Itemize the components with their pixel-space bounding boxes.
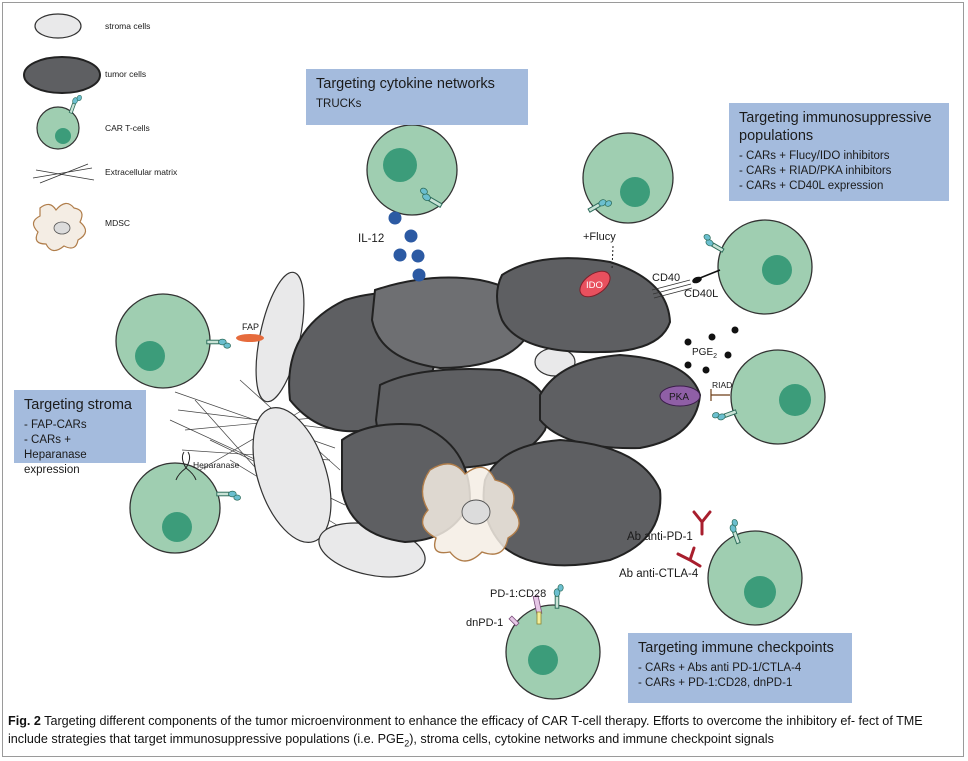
box-immune-checkpoints: Targeting immune checkpoints - CARs + Ab… xyxy=(628,633,852,703)
ido-enzyme xyxy=(579,270,611,298)
box-immunosuppressive-title: Targeting immunosuppressive populations xyxy=(739,110,932,144)
heparanase-label: Heparanase xyxy=(193,460,240,470)
anti-pd1-label: Ab anti-PD-1 xyxy=(627,531,693,543)
truck-car-t-cell xyxy=(366,124,458,216)
pd1cd28-costim-domain xyxy=(536,611,542,625)
legend-label-ecm: Extracellular matrix xyxy=(105,167,178,177)
flucy-car-t-cell xyxy=(582,132,674,224)
checkpoint-car-t-cell xyxy=(707,518,803,626)
stroma-cell xyxy=(252,407,332,543)
pge2-label: PGE2 xyxy=(692,347,717,360)
box-immunosuppressive-item: - CARs + Flucy/IDO inhibitors xyxy=(739,150,890,162)
box-stroma-item: - CARs + Heparanase expression xyxy=(24,434,87,476)
cd40l-car-t-cell xyxy=(700,219,813,315)
caption-text-end: ), stroma cells, cytokine networks and i… xyxy=(409,732,774,746)
cd40-receptor xyxy=(651,279,693,299)
caption-label: Fig. 2 xyxy=(8,714,41,728)
pge2-label-text: PGE xyxy=(692,347,713,358)
cd40-label: CD40 xyxy=(652,272,680,284)
cd40l-label: CD40L xyxy=(684,288,718,300)
pka-label: PKA xyxy=(669,392,689,403)
fap-label: FAP xyxy=(242,322,259,332)
caption-text: Targeting different components of the tu… xyxy=(8,714,923,746)
legend-label-tumor: tumor cells xyxy=(105,69,146,79)
pd1cd28-label: PD-1:CD28 xyxy=(490,588,546,600)
riad-inhibitor xyxy=(710,389,730,401)
box-cytokine-title: Targeting cytokine networks xyxy=(316,76,495,92)
heparanase-enzyme xyxy=(175,451,197,481)
stroma-cells xyxy=(252,271,576,578)
box-stroma: Targeting stroma - FAP-CARs - CARs + Hep… xyxy=(14,390,146,476)
flucy-arrow xyxy=(611,245,614,271)
mdsc-cell xyxy=(421,463,520,562)
legend-label-stroma: stroma cells xyxy=(105,21,150,31)
tme-diagram: stroma cells tumor cells CAR T-cells Ext… xyxy=(23,13,826,700)
box-stroma-title: Targeting stroma xyxy=(24,397,132,413)
box-cytokine-item: TRUCKs xyxy=(316,98,362,110)
dnpd1-label: dnPD-1 xyxy=(466,617,503,629)
caption-sub: 2 xyxy=(404,738,410,749)
box-checkpoints-title: Targeting immune checkpoints xyxy=(638,640,834,656)
fap-car-t-cell xyxy=(115,293,232,389)
dnpd1-receptor xyxy=(508,615,520,627)
anti-ctla4-label: Ab anti-CTLA-4 xyxy=(619,568,699,580)
pge2-molecules xyxy=(684,326,739,374)
riad-label: RIAD xyxy=(712,380,732,390)
flucy-label: +Flucy xyxy=(583,231,616,243)
tumor-mass xyxy=(288,257,702,567)
heparanase-car-t-cell xyxy=(129,462,242,554)
box-immunosuppressive-populations: Targeting immunosuppressive populations … xyxy=(729,103,949,201)
box-checkpoints-item: - CARs + PD-1:CD28, dnPD-1 xyxy=(638,677,793,689)
anti-pd1-antibody xyxy=(692,510,712,536)
pd1cd28-car-t-cell xyxy=(505,583,601,700)
box-immunosuppressive-item: - CARs + CD40L expression xyxy=(739,180,884,192)
anti-ctla4-antibody xyxy=(676,546,702,568)
box-stroma-item: - FAP-CARs xyxy=(24,419,87,431)
pka-enzyme xyxy=(659,385,701,407)
mdsc-icon xyxy=(32,202,87,252)
tumor-cell-icon xyxy=(23,56,101,94)
box-immunosuppressive-item: - CARs + RIAD/PKA inhibitors xyxy=(739,165,892,177)
cd40l-ligand xyxy=(692,269,721,284)
legend-label-car-t: CAR T-cells xyxy=(105,123,150,133)
il12-cytokines xyxy=(388,211,426,282)
figure-caption: Fig. 2 Targeting different components of… xyxy=(8,712,958,753)
fap-antigen xyxy=(236,334,264,342)
tumor-cell xyxy=(496,257,672,354)
legend-label-mdsc: MDSC xyxy=(105,218,130,228)
extracellular-matrix-icon xyxy=(32,163,95,184)
ido-label: IDO xyxy=(586,280,603,291)
pka-car-t-cell xyxy=(711,349,826,445)
legend: stroma cells tumor cells CAR T-cells Ext… xyxy=(23,13,178,252)
il12-label: IL-12 xyxy=(358,233,384,245)
box-cytokine-networks: Targeting cytokine networks TRUCKs xyxy=(306,69,528,125)
pge2-label-sub: 2 xyxy=(713,353,717,360)
car-t-cell-icon xyxy=(36,93,83,150)
box-checkpoints-item: - CARs + Abs anti PD-1/CTLA-4 xyxy=(638,662,802,674)
stroma-cell-icon xyxy=(34,13,82,39)
